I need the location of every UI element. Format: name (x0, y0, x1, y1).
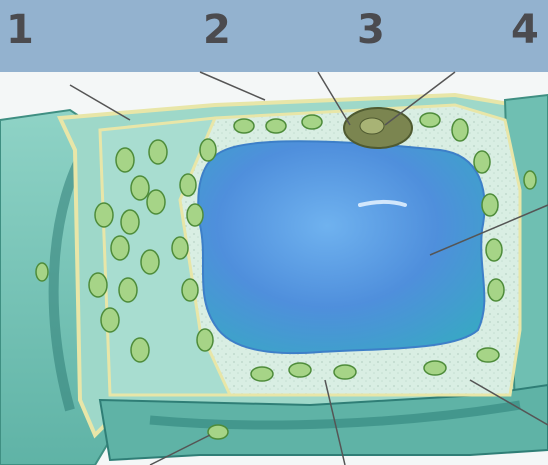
chloroplast (486, 239, 502, 261)
chloroplast (182, 279, 198, 301)
chloroplast (477, 348, 499, 362)
chloroplast (119, 278, 137, 302)
nucleolus (360, 118, 384, 134)
chloroplast (187, 204, 203, 226)
chloroplast (302, 115, 322, 129)
chloroplast (251, 367, 273, 381)
chloroplast (131, 176, 149, 200)
chloroplast (147, 190, 165, 214)
chloroplast (452, 119, 468, 141)
chloroplast (116, 148, 134, 172)
chloroplast (208, 425, 228, 439)
chloroplast (488, 279, 504, 301)
chloroplast (420, 113, 440, 127)
chloroplast (131, 338, 149, 362)
chloroplast (266, 119, 286, 133)
right-cell-chloroplast (524, 171, 536, 189)
chloroplast (141, 250, 159, 274)
chloroplast (424, 361, 446, 375)
chloroplast (482, 194, 498, 216)
chloroplast (121, 210, 139, 234)
vacuole (198, 141, 484, 353)
chloroplast (111, 236, 129, 260)
chloroplast (89, 273, 107, 297)
chloroplast (95, 203, 113, 227)
chloroplast (289, 363, 311, 377)
chloroplast (334, 365, 356, 379)
chloroplast (172, 237, 188, 259)
chloroplast (234, 119, 254, 133)
chloroplast (474, 151, 490, 173)
chloroplast (180, 174, 196, 196)
pointer-line-2 (200, 72, 265, 100)
chloroplast (149, 140, 167, 164)
left-cell-chloroplast (36, 263, 48, 281)
chloroplast (197, 329, 213, 351)
chloroplast (101, 308, 119, 332)
chloroplast (200, 139, 216, 161)
